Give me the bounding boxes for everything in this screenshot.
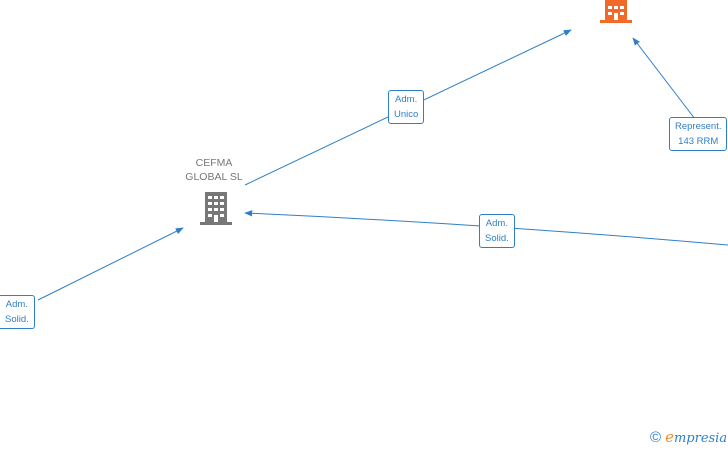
edge-line-adm-solid-left	[37, 227, 184, 301]
copyright-symbol: ©	[650, 429, 662, 446]
edge-label-line1: Represent.	[675, 121, 722, 132]
edge-label-line1: Adm.	[395, 94, 418, 105]
edge-label-adm-solid-left[interactable]: Adm. Solid.	[0, 295, 35, 329]
edge-label-adm-solid-right[interactable]: Adm. Solid.	[479, 214, 515, 248]
edge-line-represent	[632, 37, 696, 120]
edge-label-line1: Adm.	[5, 299, 28, 310]
node-label-line1: CEFMA	[195, 157, 233, 169]
brand-initial: e	[665, 428, 674, 446]
edge-label-line1: Adm.	[485, 218, 508, 229]
node-label-cefma[interactable]: CEFMA GLOBAL SL	[170, 156, 258, 184]
building-icon[interactable]	[599, 0, 633, 24]
node-label-line2: GLOBAL SL	[185, 171, 243, 183]
edge-label-adm-unico[interactable]: Adm. Unico	[388, 90, 425, 124]
edge-label-line2: Solid.	[485, 233, 509, 244]
edge-label-represent[interactable]: Represent. 143 RRM	[669, 117, 728, 151]
edge-label-line2: Unico	[394, 109, 419, 120]
edge-label-line2: 143 RRM	[678, 136, 719, 147]
building-icon[interactable]	[199, 190, 233, 226]
brand-name: mpresia	[673, 431, 728, 446]
empresia-watermark: ©empresia	[650, 428, 727, 446]
edge-label-line2: Solid.	[5, 314, 29, 325]
